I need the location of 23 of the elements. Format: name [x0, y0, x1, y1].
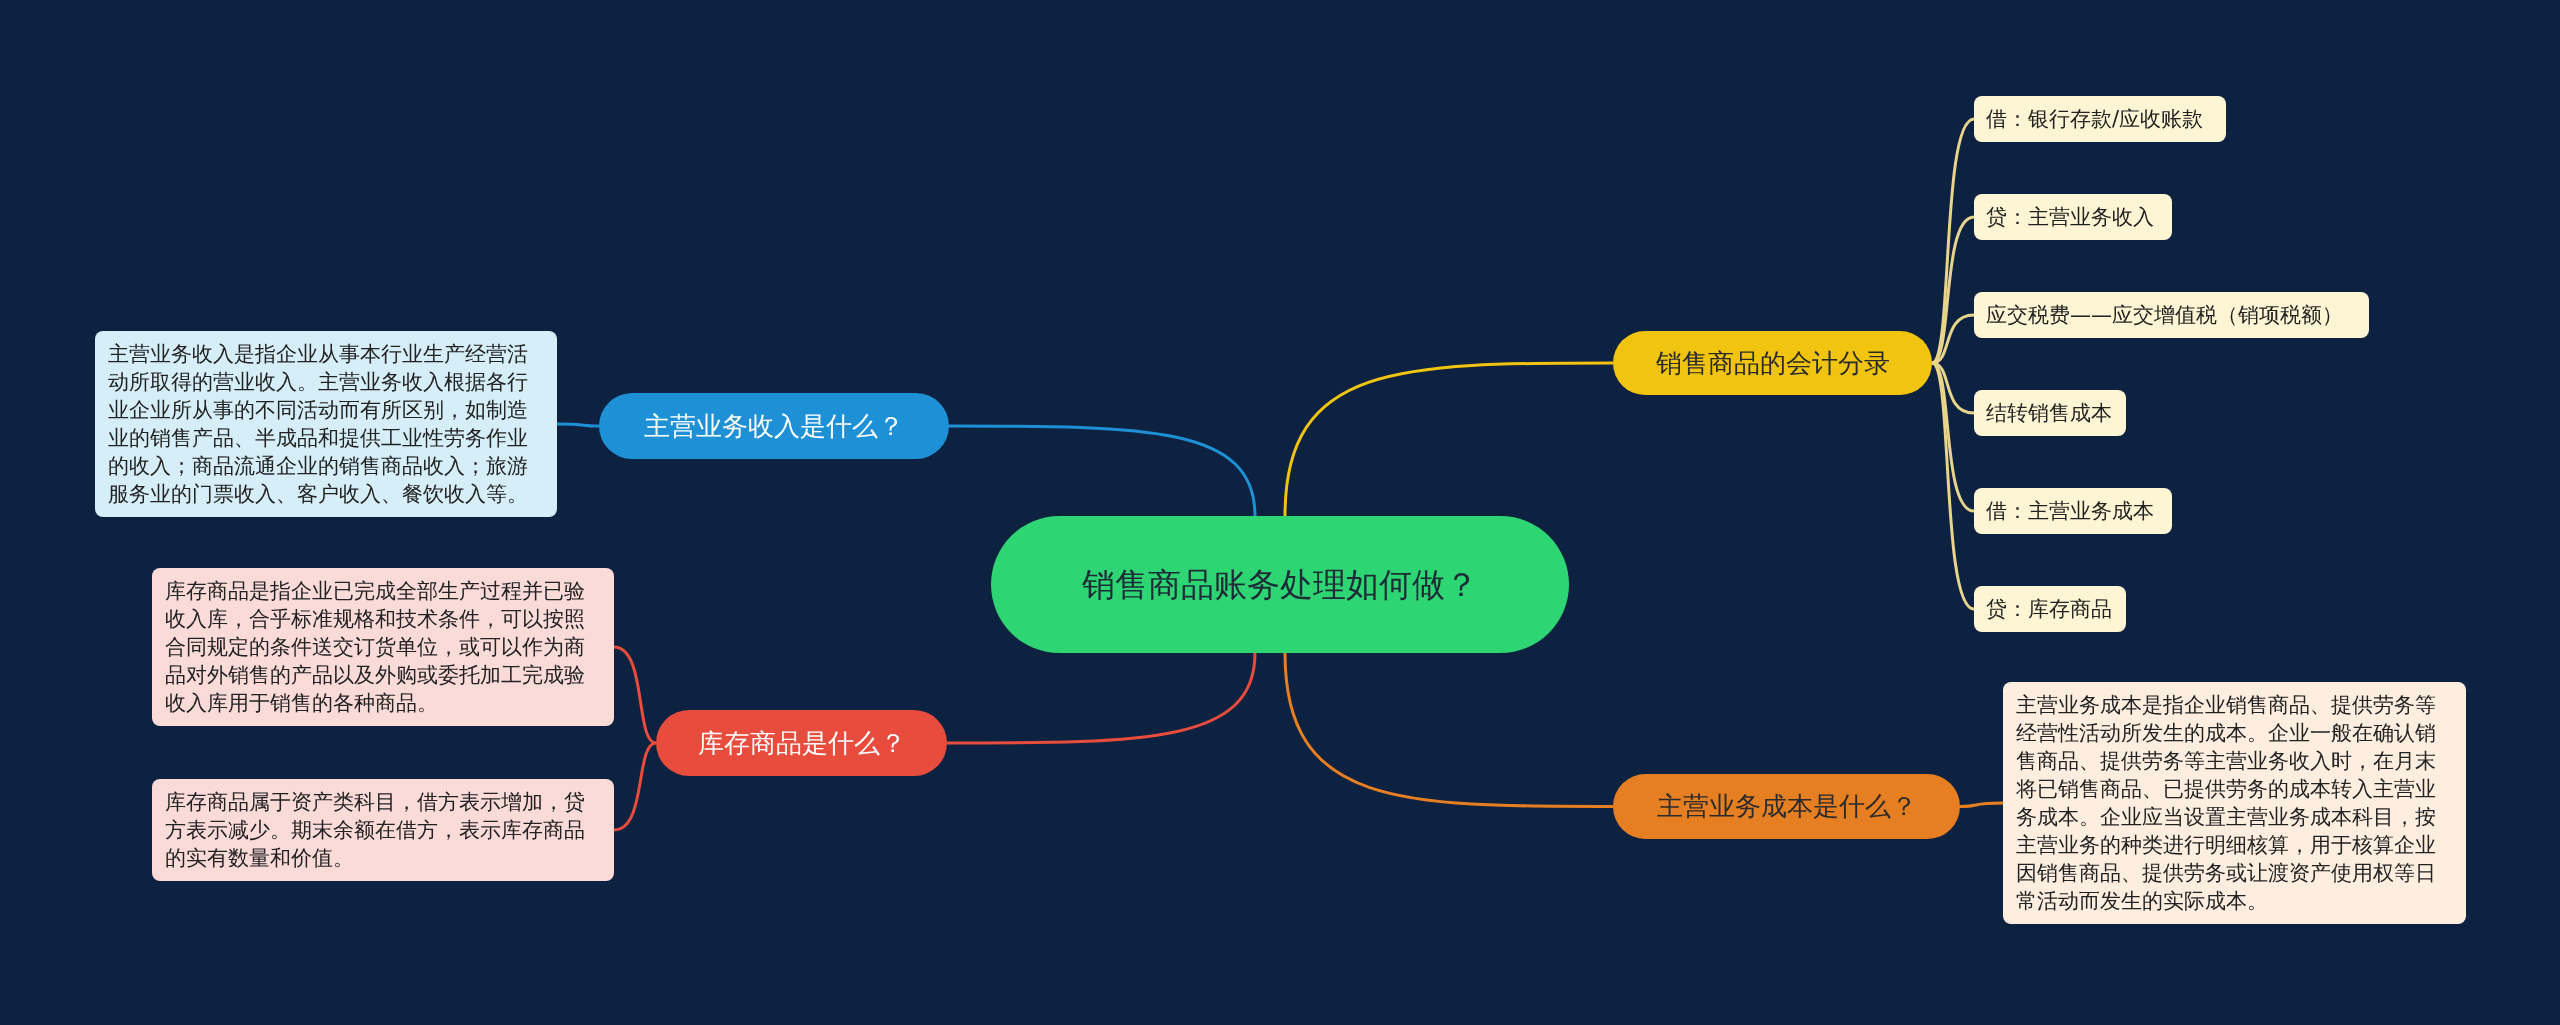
connector-line: [613, 741, 657, 832]
entry-box: 借：主营业务成本: [1974, 488, 2172, 534]
entry-box: 结转销售成本: [1974, 390, 2126, 436]
topic-pill: 主营业务收入是什么？: [599, 393, 949, 459]
topic-pill: 库存商品是什么？: [656, 710, 947, 776]
note-box: 主营业务收入是指企业从事本行业生产经营活动所取得的营业收入。主营业务收入根据各行业企业所从事的不同活动而有所区别，如制造业的销售产品、半成品和提供工业性劳务作业的收入；商品流通企业的销售商品收入；旅游服务业的门票收入、客户收入、餐饮收入等。: [95, 331, 557, 517]
note-box: 库存商品属于资产类科目，借方表示增加，贷方表示减少。期末余额在借方，表示库存商品的实有数量和价值。: [152, 779, 614, 881]
entry-box: 应交税费——应交增值税（销项税额）: [1974, 292, 2369, 338]
entry-box: 贷：主营业务收入: [1974, 194, 2172, 240]
connector-line: [947, 652, 1257, 745]
connector-line: [1959, 801, 2003, 808]
topic-pill: 主营业务成本是什么？: [1613, 774, 1960, 839]
note-box: 库存商品是指企业已完成全部生产过程并已验收入库，合乎标准规格和技术条件，可以按照合同规定的条件送交订货单位，或可以作为商品对外销售的产品以及外购或委托加工完成验收入库用于销售的各种商品。: [152, 568, 614, 726]
connector-line: [613, 645, 657, 745]
central-topic: 销售商品账务处理如何做？: [991, 516, 1569, 653]
topic-pill: 销售商品的会计分录: [1613, 331, 1932, 395]
connector-line: [1283, 652, 1613, 808]
note-box: 主营业务成本是指企业销售商品、提供劳务等经营性活动所发生的成本。企业一般在确认销售商品、提供劳务等主营业务收入时，在月末将已销售商品、已提供劳务的成本转入主营业务成本。企业应当设置主营业务成本科目，按主营业务的种类进行明细核算，用于核算企业因销售商品、提供劳务或让渡资产使用权等日常活动而发生的实际成本。: [2003, 682, 2466, 924]
entry-box: 贷：库存商品: [1974, 586, 2126, 632]
entry-box: 借：银行存款/应收账款: [1974, 96, 2226, 142]
connector-line: [557, 422, 599, 428]
connector-line: [949, 424, 1257, 517]
connector-line: [1283, 361, 1613, 517]
